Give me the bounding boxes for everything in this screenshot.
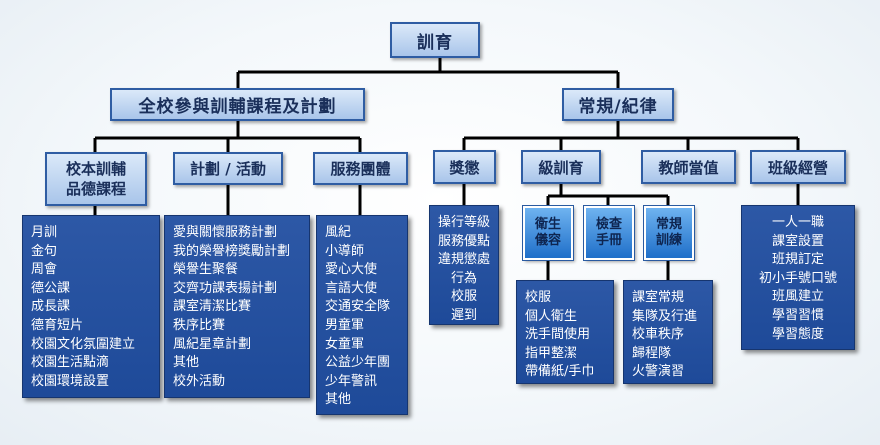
list-item: 指甲整潔 (525, 345, 578, 361)
service-groups-label: 服務團體 (330, 160, 391, 178)
list-item: 歸程隊 (632, 345, 672, 361)
list-item: 校服 (450, 289, 477, 305)
list-item: 一人一職 (771, 215, 824, 230)
list-item: 課室清潔比賽 (173, 299, 252, 315)
list-item: 帶備紙/手巾 (525, 364, 595, 380)
service-groups-node: 服務團體 (313, 152, 408, 185)
class-management-list: 一人一職課室設置班規訂定初小手號口號班風建立學習習慣學習態度 (741, 205, 855, 350)
school-based-list: 月訓金句周會德公課成長課德育短片校園文化氛圍建立校園生活點滴校園環境設置 (22, 215, 160, 398)
list-item: 其他 (325, 392, 352, 408)
list-item: 榮譽生聚餐 (173, 262, 239, 278)
list-item: 校園環境設置 (31, 373, 110, 389)
plan-activity-label: 計劃 / 活動 (190, 160, 266, 178)
list-item: 課室常規 (632, 290, 685, 305)
list-item: 其他 (173, 355, 200, 371)
list-item: 金句 (31, 243, 58, 259)
school-based-course-label: 校本訓輔 品德課程 (65, 160, 126, 198)
list-item: 校園生活點滴 (31, 355, 110, 371)
list-item: 行為 (450, 270, 477, 286)
hygiene-label: 衛生 儀容 (534, 217, 561, 248)
plan-activity-node: 計劃 / 活動 (173, 152, 283, 185)
list-item: 成長課 (31, 299, 71, 315)
list-item: 遲到 (450, 307, 477, 323)
list-item: 言語大使 (325, 280, 378, 296)
list-item: 風紀 (325, 225, 352, 240)
list-item: 秩序比賽 (173, 317, 226, 333)
class-management-label: 班級經營 (767, 158, 828, 177)
reward-punish-label: 獎懲 (449, 158, 480, 177)
list-item: 愛心大使 (325, 262, 378, 278)
list-item: 德公課 (31, 280, 71, 296)
list-item: 周會 (31, 262, 58, 278)
plan-activity-list: 愛與關懷服務計劃我的榮譽榜獎勵計劃榮譽生聚餐交齊功課表揚計劃課室清潔比賽秩序比賽… (164, 215, 310, 398)
list-item: 月訓 (31, 225, 58, 240)
list-item: 校服 (525, 290, 552, 305)
list-item: 服務優點 (437, 233, 490, 249)
list-item: 學習態度 (771, 326, 824, 342)
list-item: 德育短片 (31, 317, 84, 333)
list-item: 校園文化氛圍建立 (31, 336, 136, 352)
school-based-course-node: 校本訓輔 品德課程 (45, 152, 147, 206)
reward-punish-list: 操行等級服務優點違規懲處行為校服遲到 (429, 205, 499, 325)
list-item: 班風建立 (771, 289, 824, 305)
whole-school-program-node: 全校參與訓輔課程及計劃 (110, 88, 365, 121)
list-item: 交齊功課表揚計劃 (173, 280, 278, 296)
root-label: 訓育 (417, 32, 453, 53)
check-book-node: 檢查 手冊 (583, 205, 635, 261)
class-training-label: 級訓育 (538, 158, 584, 177)
list-item: 集隊及行進 (632, 308, 698, 324)
list-item: 火警演習 (632, 364, 685, 380)
list-item: 班規訂定 (771, 252, 824, 268)
routine-training-label: 常規 訓練 (655, 217, 682, 248)
list-item: 課室設置 (771, 233, 824, 249)
list-item: 違規懲處 (437, 252, 490, 268)
list-item: 小導師 (325, 243, 365, 259)
list-item: 女童軍 (325, 336, 365, 352)
list-item: 個人衛生 (525, 308, 578, 324)
service-groups-list: 風紀小導師愛心大使言語大使交通安全隊男童軍女童軍公益少年團少年警訊其他 (316, 215, 408, 415)
teacher-duty-node: 教師當值 (641, 150, 736, 184)
list-item: 校外活動 (173, 373, 226, 389)
hygiene-node: 衛生 儀容 (522, 205, 574, 261)
list-item: 男童軍 (325, 317, 365, 333)
routine-discipline-node: 常規/紀律 (562, 88, 674, 121)
routine-training-node: 常規 訓練 (643, 205, 695, 261)
routine-training-list: 課室常規集隊及行進校車秩序歸程隊火警演習 (623, 280, 713, 384)
list-item: 學習習慣 (771, 307, 824, 323)
whole-school-program-label: 全校參與訓輔課程及計劃 (138, 97, 337, 117)
list-item: 我的榮譽榜獎勵計劃 (173, 243, 291, 259)
class-management-node: 班級經營 (750, 150, 846, 184)
list-item: 校車秩序 (632, 327, 685, 343)
list-item: 初小手號口號 (758, 270, 837, 286)
class-training-node: 級訓育 (521, 150, 601, 184)
list-item: 少年警訊 (325, 373, 378, 389)
teacher-duty-label: 教師當值 (658, 158, 719, 177)
root-node: 訓育 (390, 22, 480, 58)
check-book-label: 檢查 手冊 (595, 217, 622, 248)
list-item: 愛與關懷服務計劃 (173, 225, 278, 240)
list-item: 操行等級 (437, 215, 490, 230)
reward-punish-node: 獎懲 (433, 150, 496, 184)
list-item: 風紀星章計劃 (173, 336, 252, 352)
hygiene-list: 校服個人衛生洗手間使用指甲整潔帶備紙/手巾 (516, 280, 614, 384)
list-item: 洗手間使用 (525, 327, 591, 343)
routine-discipline-label: 常規/紀律 (578, 97, 658, 117)
list-item: 公益少年團 (325, 355, 391, 371)
list-item: 交通安全隊 (325, 299, 391, 315)
